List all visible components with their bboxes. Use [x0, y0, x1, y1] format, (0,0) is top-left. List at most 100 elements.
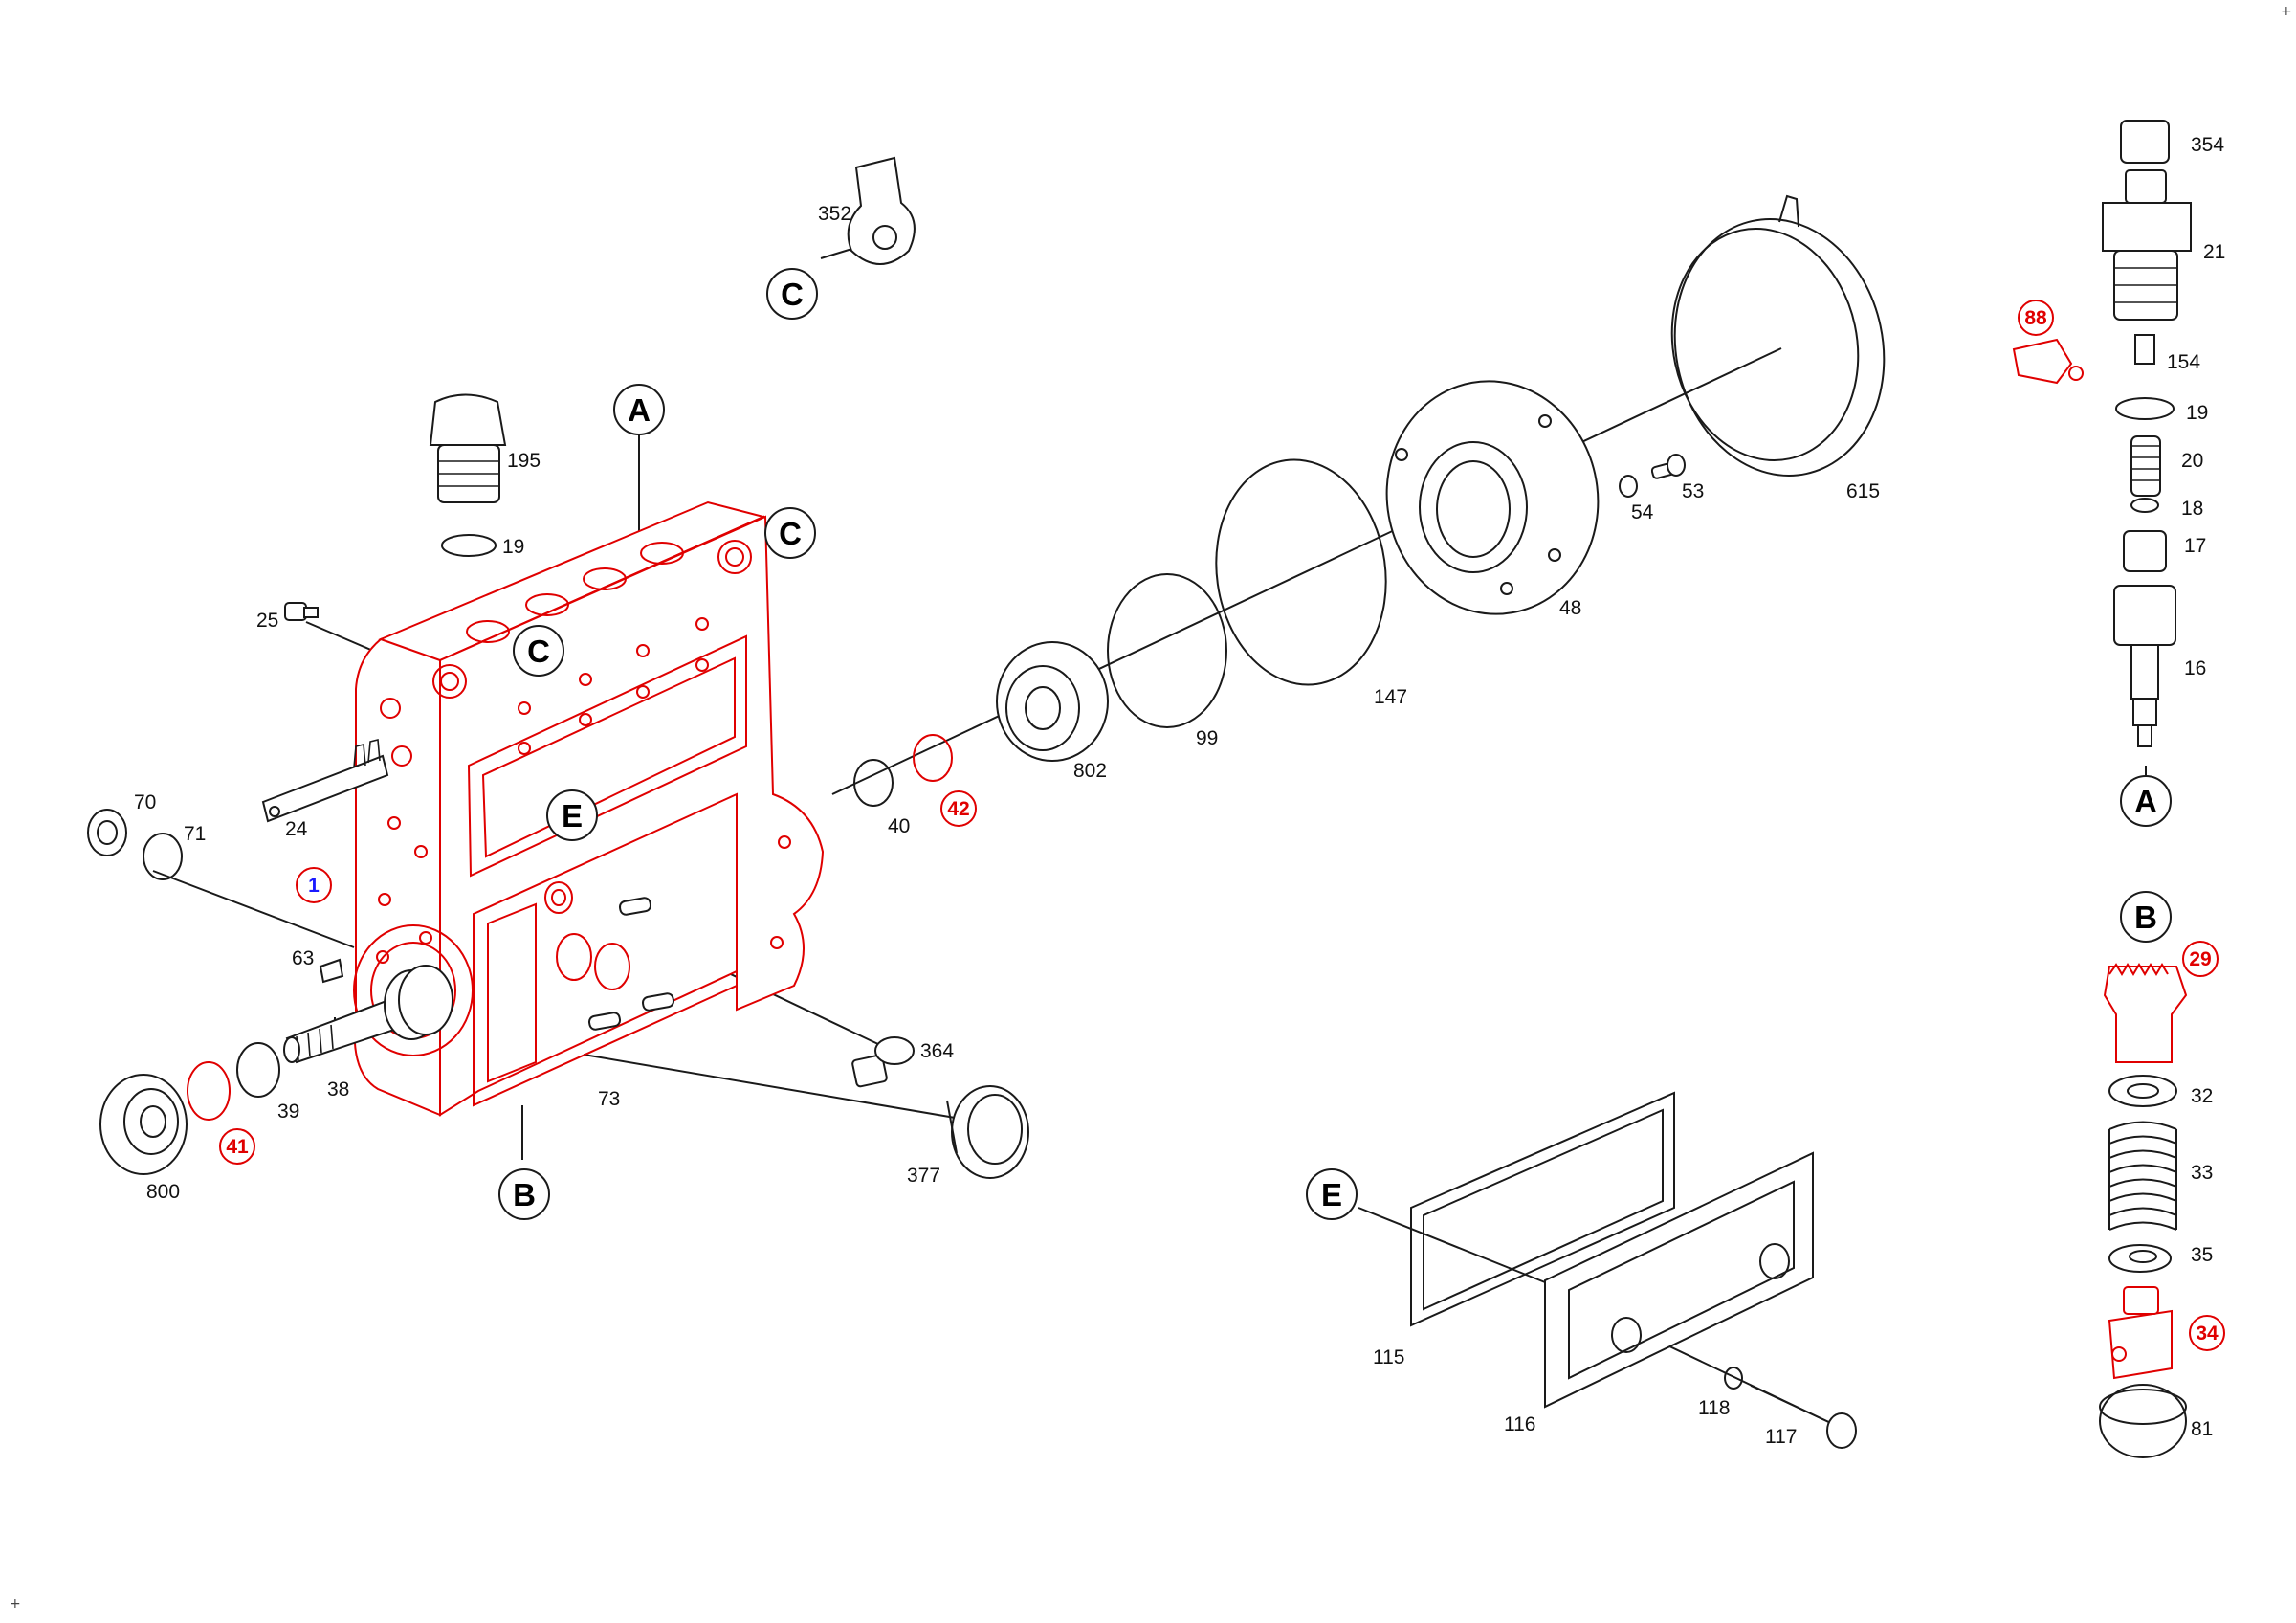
label-35: 35 [2191, 1244, 2213, 1266]
ref-C-top: C [766, 268, 818, 320]
badge-1-label: 1 [308, 875, 320, 897]
cover-116 [1544, 1151, 1814, 1409]
shim-42 [913, 734, 953, 782]
label-18: 18 [2181, 498, 2203, 520]
label-352: 352 [818, 203, 851, 225]
label-147: 147 [1374, 686, 1407, 708]
label-116: 116 [1504, 1413, 1535, 1435]
ref-C-top-label: C [781, 277, 804, 312]
stud-73 [587, 897, 675, 1031]
ref-C-right-label: C [779, 516, 802, 551]
o-ring-147 [1215, 458, 1387, 686]
control-rack-24 [261, 738, 389, 823]
label-70: 70 [134, 791, 156, 813]
ref-E-cover-label: E [1321, 1177, 1342, 1212]
ref-B-bottom: B [498, 1168, 550, 1220]
o-ring-71 [143, 833, 183, 880]
label-25: 25 [256, 610, 278, 632]
key-63 [319, 958, 344, 984]
label-38: 38 [327, 1078, 349, 1101]
clamp-88 [2012, 338, 2084, 385]
shim-41 [187, 1061, 231, 1121]
label-81: 81 [2191, 1418, 2213, 1440]
label-24: 24 [285, 818, 308, 840]
bearing-800 [99, 1074, 188, 1175]
badge-34-label: 34 [2196, 1323, 2219, 1345]
cover-615 [1670, 194, 1886, 477]
label-154: 154 [2167, 351, 2200, 373]
badge-41-label: 41 [226, 1136, 249, 1158]
badge-34: 34 [2189, 1315, 2225, 1351]
label-19-stack: 19 [2186, 402, 2208, 424]
label-32: 32 [2191, 1085, 2213, 1107]
bearing-802 [996, 641, 1109, 762]
ref-B-side: B [2120, 891, 2172, 943]
label-54: 54 [1631, 501, 1654, 523]
label-53: 53 [1682, 480, 1704, 502]
bolt-117 [1750, 1385, 1857, 1449]
label-71: 71 [184, 823, 206, 845]
ref-E-housing: E [546, 789, 598, 841]
badge-29-label: 29 [2189, 948, 2211, 970]
label-802: 802 [1073, 760, 1107, 782]
ref-A-top: A [613, 384, 665, 435]
label-20: 20 [2181, 450, 2203, 472]
ring-40 [853, 759, 894, 807]
badge-42: 42 [940, 790, 977, 827]
part-labels: 195 19 25 352 24 70 71 63 38 39 800 73 3… [134, 134, 2225, 1448]
label-17: 17 [2184, 535, 2206, 557]
badge-88-label: 88 [2024, 307, 2047, 329]
label-115: 115 [1373, 1346, 1404, 1368]
camshaft-38 [283, 965, 453, 1064]
corner-mark-bottom-left: + [10, 1596, 21, 1612]
label-377: 377 [907, 1165, 940, 1187]
badge-1: 1 [296, 867, 332, 903]
screw-53 [1650, 454, 1686, 479]
label-33: 33 [2191, 1162, 2213, 1184]
ref-B-bottom-label: B [513, 1177, 536, 1212]
o-ring-99 [1107, 573, 1227, 728]
washer-118 [1724, 1367, 1743, 1390]
cap-377 [946, 1085, 1029, 1179]
flange-48 [1385, 380, 1600, 615]
badge-41: 41 [219, 1128, 255, 1165]
label-118: 118 [1698, 1397, 1730, 1419]
ref-A-side: A [2120, 775, 2172, 827]
ref-C-mid-label: C [527, 634, 550, 669]
tab-352 [847, 156, 916, 265]
label-354: 354 [2191, 134, 2224, 156]
label-117: 117 [1765, 1426, 1797, 1448]
washer-54 [1619, 475, 1638, 498]
ref-E-housing-label: E [562, 798, 583, 834]
label-48: 48 [1559, 597, 1581, 619]
ref-A-side-label: A [2134, 784, 2157, 819]
corner-mark-top-right: + [2281, 4, 2292, 19]
ref-C-right: C [764, 507, 816, 559]
badge-88: 88 [2018, 300, 2054, 336]
ring-39 [236, 1042, 280, 1098]
label-99: 99 [1196, 727, 1218, 749]
plug-195 [429, 393, 507, 503]
tab-364 [851, 1036, 915, 1088]
plug-70 [87, 809, 127, 856]
label-800: 800 [146, 1181, 180, 1203]
washer-19 [441, 534, 497, 557]
label-615: 615 [1846, 480, 1880, 502]
label-21: 21 [2203, 241, 2225, 263]
ref-E-cover: E [1306, 1168, 1358, 1220]
label-40: 40 [888, 815, 910, 837]
label-195: 195 [507, 450, 541, 472]
ref-B-side-label: B [2134, 900, 2157, 935]
ref-C-mid: C [513, 625, 564, 677]
label-364: 364 [920, 1040, 954, 1062]
label-73: 73 [598, 1088, 620, 1110]
screw-25 [284, 602, 319, 621]
label-39: 39 [277, 1101, 299, 1123]
gasket-115 [1410, 1091, 1675, 1327]
badge-29: 29 [2182, 941, 2219, 977]
ref-A-top-label: A [628, 392, 651, 428]
label-63: 63 [292, 947, 314, 969]
badge-42-label: 42 [947, 798, 969, 820]
label-16: 16 [2184, 657, 2206, 679]
